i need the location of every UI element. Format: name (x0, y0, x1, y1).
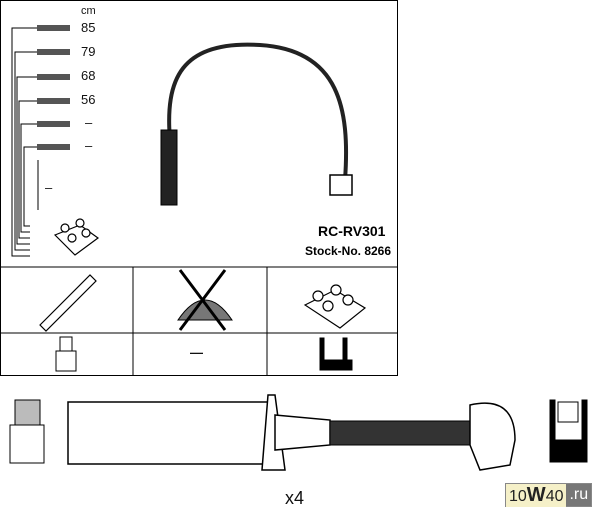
cable-set-schematic (11, 27, 39, 257)
unit-label: cm (81, 5, 96, 17)
part-number: RC-RV301 (318, 223, 386, 239)
coil-terminal-icon (319, 337, 353, 371)
coil-lead-length: – (45, 180, 53, 195)
length-5: – (85, 115, 93, 130)
ignition-coil-icon (53, 218, 367, 329)
plug-boot (160, 129, 178, 206)
length-2: 79 (81, 44, 96, 59)
bottom-terminal-nut (9, 399, 45, 464)
length-3: 68 (81, 68, 96, 83)
quantity: x4 (285, 488, 305, 508)
bottom-cable (329, 420, 471, 446)
watermark-logo: 10W40.ru (505, 483, 593, 507)
plug-terminal-icon (55, 336, 77, 372)
bottom-plug-boot (67, 394, 331, 471)
length-6: – (85, 138, 93, 153)
length-1: 85 (81, 20, 96, 35)
ignition-cable (167, 42, 349, 181)
stock-number: Stock-No. 8266 (305, 244, 392, 258)
distributor-cap-crossed-icon (177, 269, 233, 331)
coil-boot (329, 174, 353, 196)
diagram-frame (0, 0, 398, 376)
spark-plug-icon (39, 274, 97, 332)
bottom-coil-boot (469, 402, 516, 471)
distributor-note: — (190, 345, 203, 360)
length-4: 56 (81, 92, 96, 107)
bottom-coil-terminal-icon (549, 399, 588, 463)
